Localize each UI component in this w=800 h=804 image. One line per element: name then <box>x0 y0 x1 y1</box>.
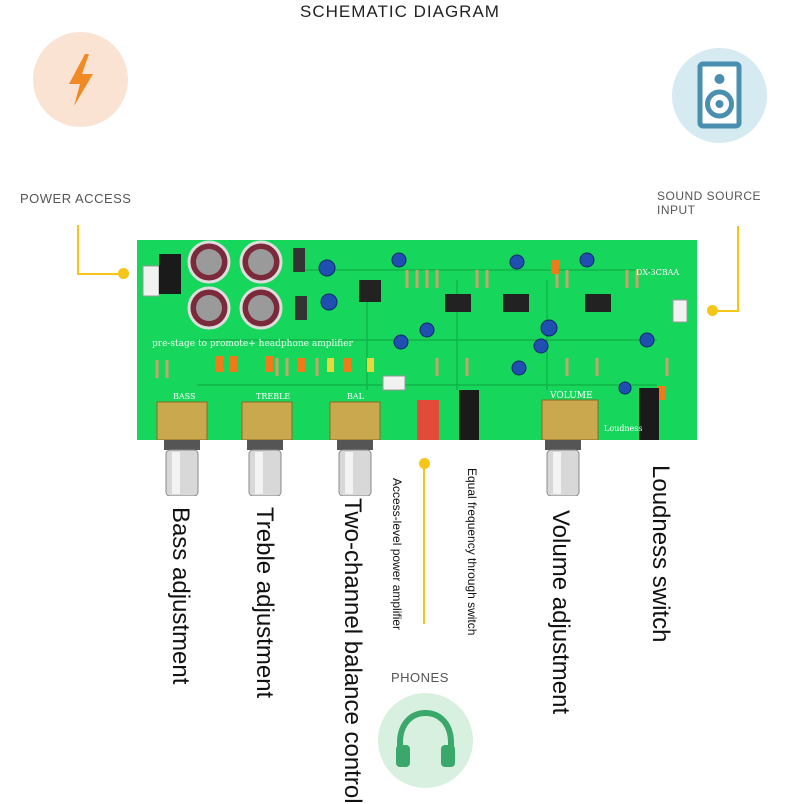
knob-bass-text: BASS <box>173 392 196 401</box>
equal-frequency-switch-label: Equal frequency through switch <box>465 468 479 636</box>
sound-source-input-label: SOUND SOURCE INPUT <box>657 189 762 217</box>
bass-adjustment-label: Bass adjustment <box>167 507 194 685</box>
phones-callout-line <box>423 468 425 624</box>
treble-knob[interactable] <box>243 440 287 496</box>
knob-treble-text: TREBLE <box>256 392 291 401</box>
balance-knob[interactable] <box>333 440 377 496</box>
power-callout-line-h <box>77 273 123 275</box>
power-callout-dot <box>118 268 129 279</box>
sound-callout-dot <box>707 305 718 316</box>
board-subtitle-text: pre-stage to promote+ headphone amplifie… <box>152 339 353 349</box>
sound-callout-line-h <box>716 310 739 312</box>
headphones-icon <box>378 693 473 788</box>
loudness-switch-label: Loudness switch <box>647 465 674 643</box>
power-icon <box>33 32 128 127</box>
sound-callout-line-v <box>737 226 739 312</box>
pcb-board <box>137 240 697 440</box>
board-model-text: DX-3CBAA <box>636 268 680 277</box>
treble-adjustment-label: Treble adjustment <box>251 507 278 699</box>
loudness-switch-text: Loudness <box>604 424 643 433</box>
volume-knob[interactable] <box>541 440 585 496</box>
volume-adjustment-label: Volume adjustment <box>547 510 574 715</box>
bass-knob[interactable] <box>160 440 204 496</box>
knob-volume-text: VOLUME <box>550 391 593 401</box>
page-title: SCHEMATIC DIAGRAM <box>300 2 500 21</box>
knob-bal-text: BAL <box>347 392 364 401</box>
power-access-label: POWER ACCESS <box>20 191 132 206</box>
power-callout-line-v <box>77 225 79 275</box>
balance-control-label: Two-channel balance control <box>339 498 366 804</box>
speaker-icon <box>672 48 767 143</box>
phones-label: PHONES <box>391 670 449 685</box>
phones-callout-dot <box>419 458 430 469</box>
access-power-amplifier-label: Access-level power amplifier <box>390 478 404 631</box>
